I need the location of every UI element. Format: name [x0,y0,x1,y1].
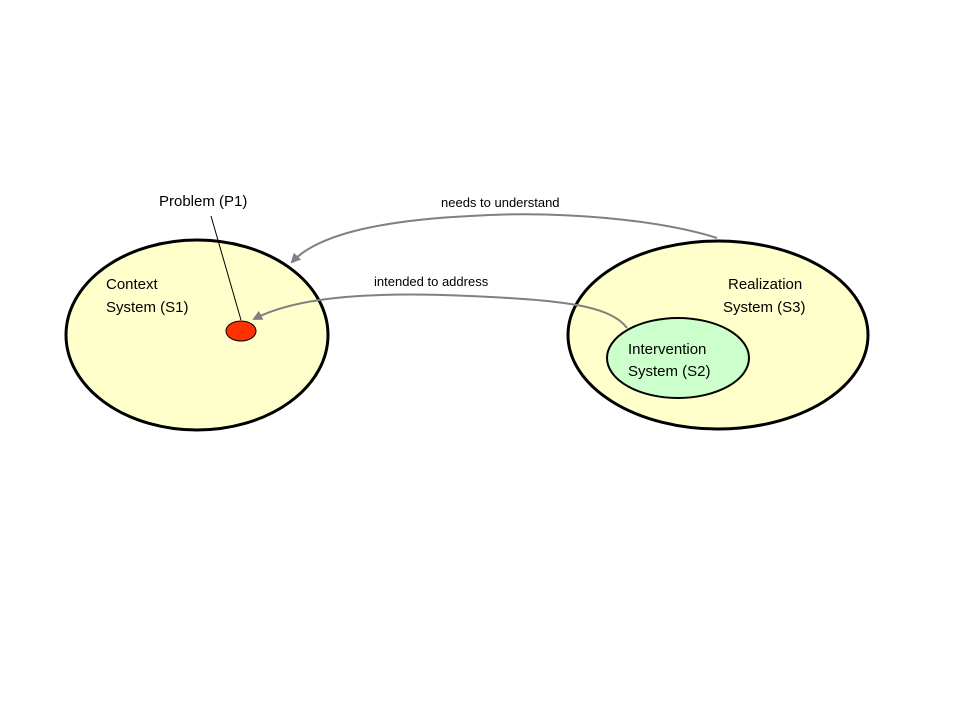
realization-system-label-line1: Realization [728,276,802,293]
context-system-label-line1: Context [106,276,159,293]
needs-to-understand-label: needs to understand [441,195,560,210]
intervention-system-label-line2: System (S2) [628,363,711,380]
intervention-system-node: Intervention System (S2) [606,317,750,399]
problem-label: Problem (P1) [159,193,247,210]
intervention-system-label-line1: Intervention [628,341,706,358]
problem-dot [225,320,257,342]
problem-node: Problem (P1) [159,193,257,342]
intended-to-address-label: intended to address [374,274,489,289]
edge-needs-to-understand: needs to understand [290,195,718,264]
realization-system-label-line2: System (S3) [723,299,806,316]
intended-to-address-arrow [252,293,628,329]
needs-to-understand-arrow [290,213,718,264]
intervention-system-ellipse [606,317,750,399]
context-system-node: Context System (S1) [64,238,330,432]
problem-leader-line [210,215,242,321]
context-system-ellipse [64,238,330,432]
edge-intended-to-address: intended to address [252,274,628,329]
context-system-label-line2: System (S1) [106,299,189,316]
